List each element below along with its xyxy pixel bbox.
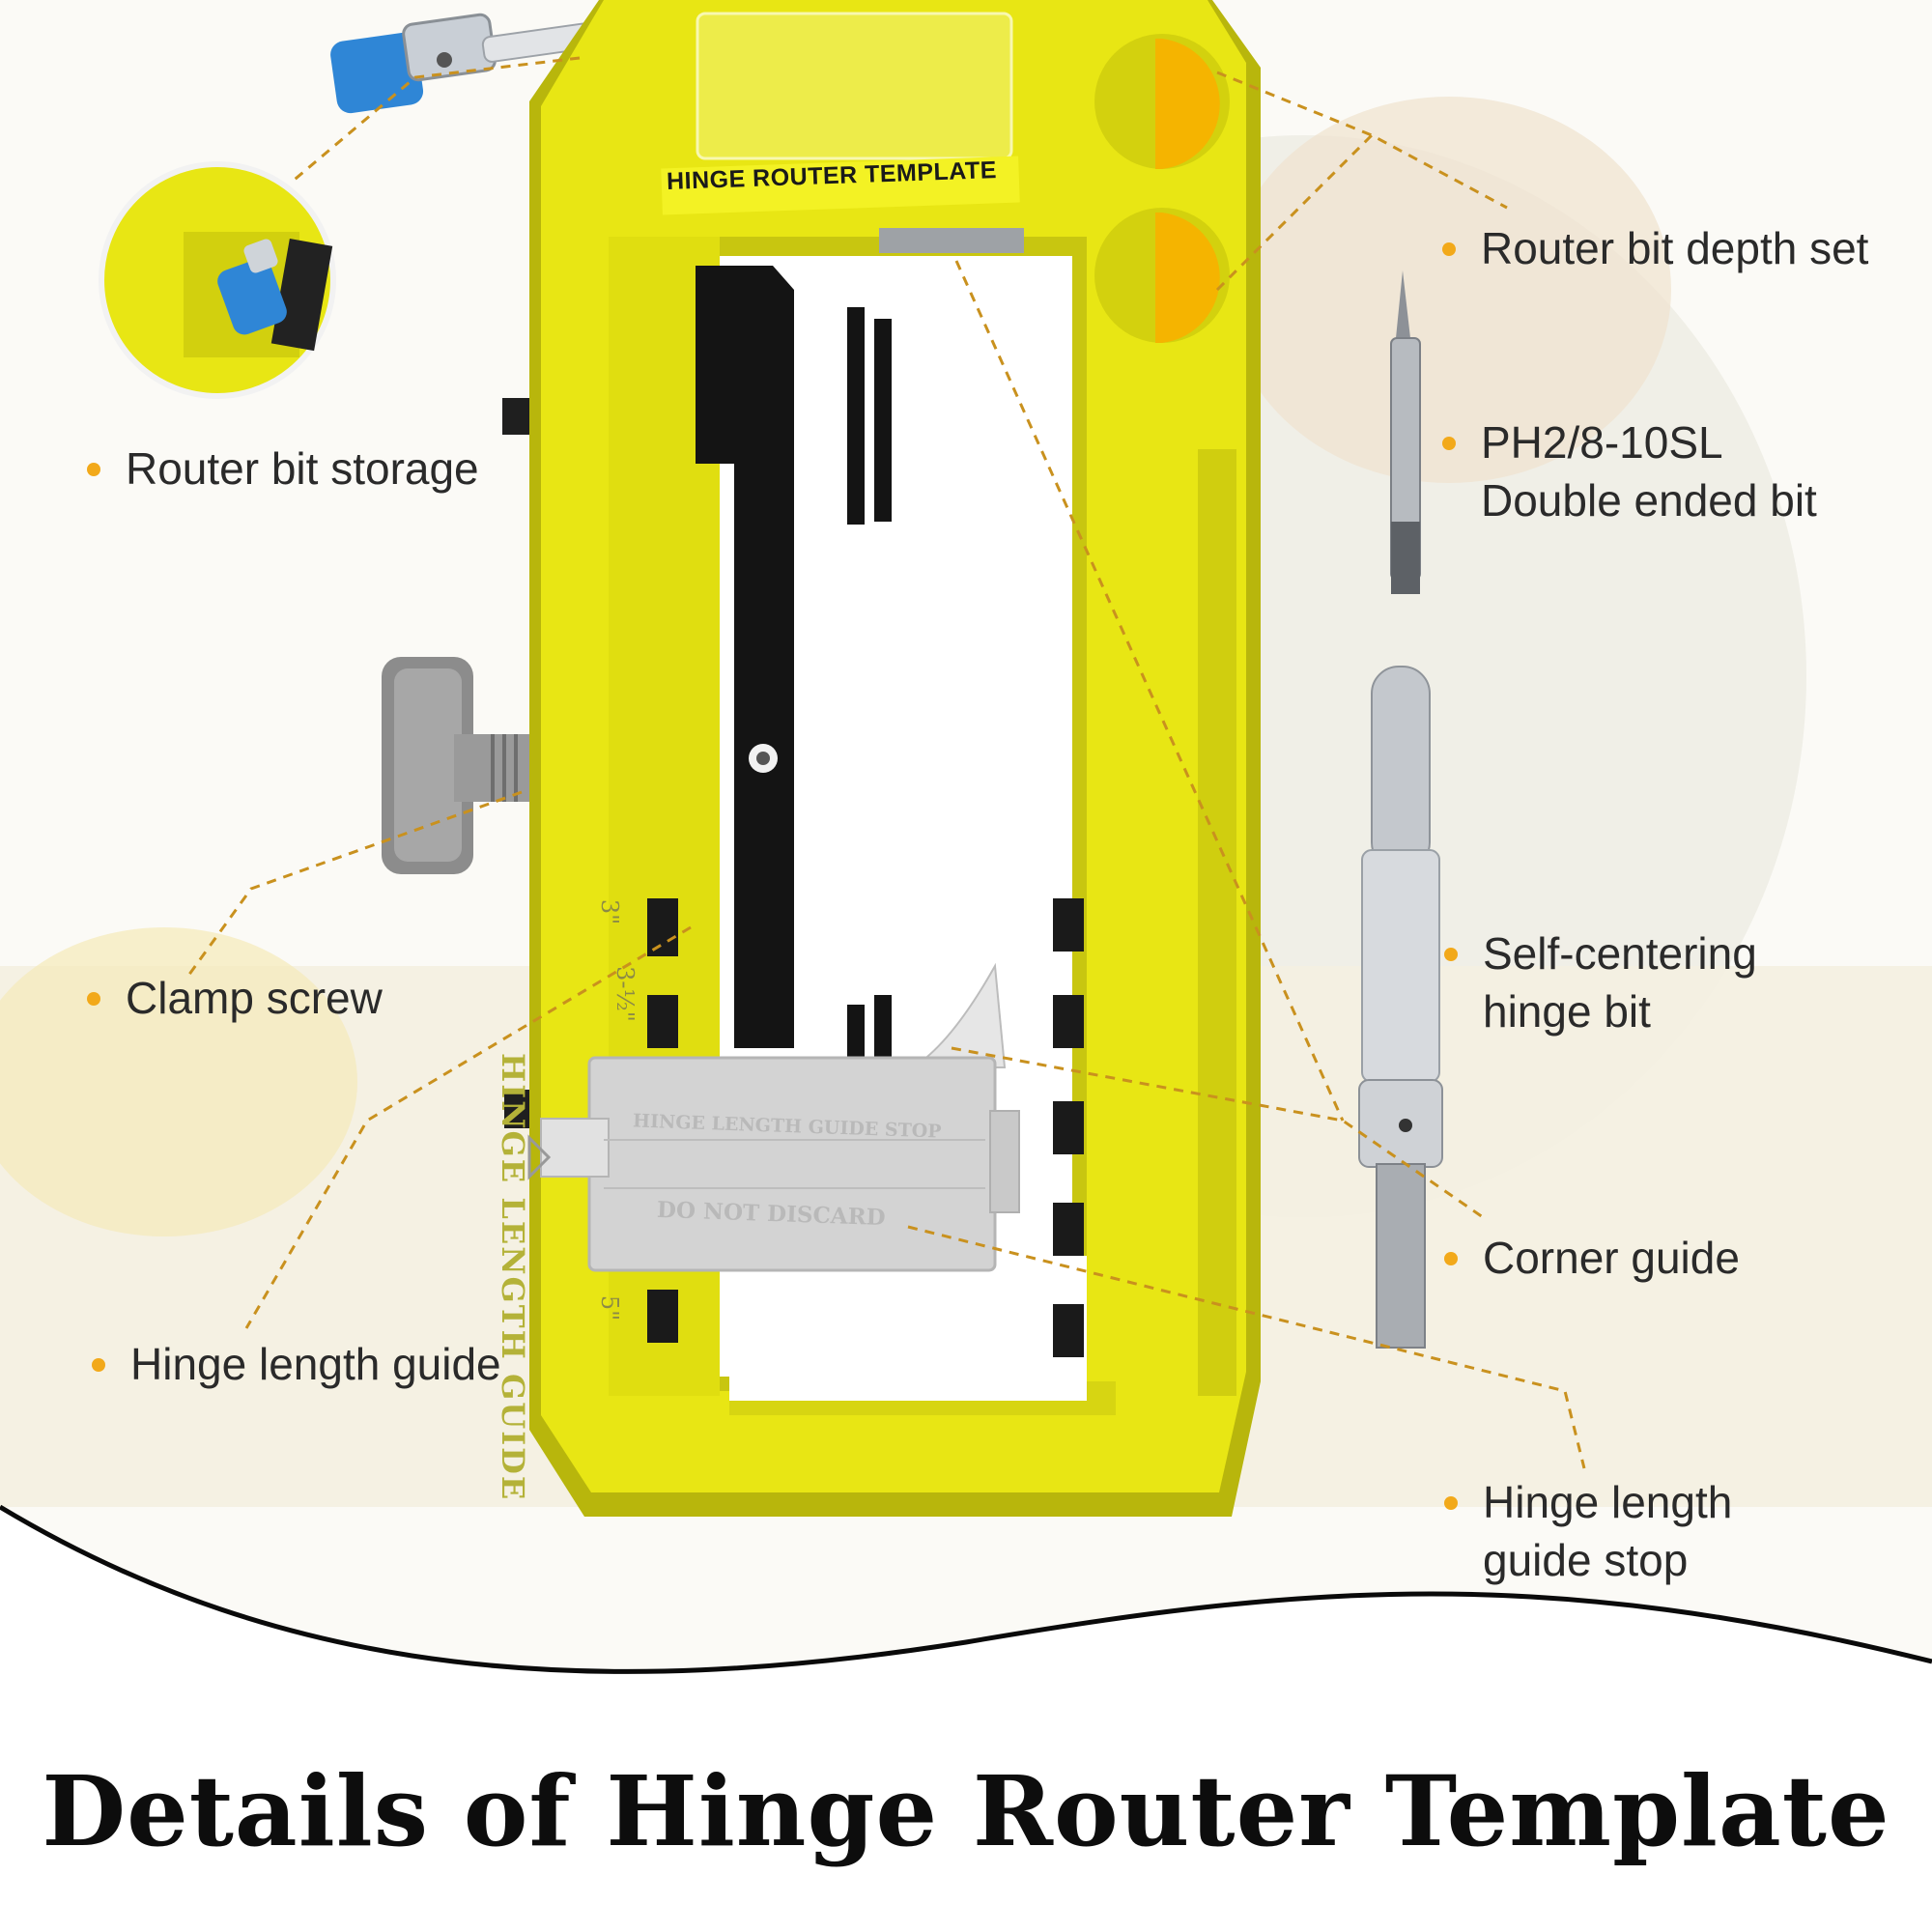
- callout-label: Corner guide: [1483, 1233, 1740, 1283]
- callout-corner-guide: Corner guide: [1444, 1229, 1740, 1287]
- swoosh-fill: [0, 1507, 1932, 1932]
- callout-guide-stop: Hinge length guide stop: [1444, 1473, 1733, 1589]
- callout-label: hinge bit: [1483, 986, 1651, 1037]
- callout-label: Router bit depth set: [1481, 223, 1869, 273]
- callout-label: Router bit storage: [126, 443, 479, 494]
- scale-mark: 3-½": [611, 966, 639, 1022]
- bullet-dot: [92, 1358, 105, 1372]
- bit-storage-zoom-icon: [99, 161, 336, 399]
- bullet-dot: [1442, 242, 1456, 256]
- leader-lines: [186, 56, 1586, 1469]
- template-body: [529, 0, 1261, 1517]
- hinge-length-guide-engraving: HINGE LENGTH GUIDE: [495, 1053, 531, 1502]
- callout-hinge-length-guide: Hinge length guide: [92, 1335, 501, 1393]
- guide-stop-icon: [527, 1056, 1020, 1272]
- pin: [502, 398, 529, 435]
- background-face: [1227, 97, 1671, 483]
- callout-router-bit-depth-set: Router bit depth set: [1442, 219, 1869, 277]
- page-heading: Details of Hinge Router Template: [42, 1754, 1890, 1868]
- bullet-dot: [1442, 437, 1456, 450]
- callout-label: Hinge length: [1483, 1477, 1733, 1527]
- bullet-dot: [1444, 1496, 1458, 1510]
- callout-double-ended-bit: PH2/8-10SL Double ended bit: [1442, 413, 1817, 529]
- callout-label: Self-centering: [1483, 928, 1757, 979]
- swoosh-line: [0, 1504, 1932, 1674]
- router-bit-icon: [330, 13, 611, 114]
- scale-mark: 5": [596, 1294, 624, 1321]
- callout-label: Hinge length guide: [130, 1339, 501, 1389]
- callout-clamp-screw: Clamp screw: [87, 969, 383, 1027]
- clamp-screw-icon: [382, 657, 531, 874]
- callout-label: Double ended bit: [1481, 475, 1817, 526]
- bullet-dot: [1444, 948, 1458, 961]
- bullet-dot: [1444, 1252, 1458, 1265]
- callout-label: guide stop: [1483, 1535, 1689, 1585]
- callout-router-bit-storage: Router bit storage: [87, 440, 479, 497]
- self-centering-bit-icon: [1358, 666, 1443, 1349]
- scale-mark: 3": [596, 898, 624, 925]
- bullet-dot: [87, 992, 100, 1006]
- callout-label: Clamp screw: [126, 973, 383, 1023]
- pin: [504, 1090, 531, 1128]
- callout-self-centering-bit: Self-centering hinge bit: [1444, 924, 1757, 1040]
- callout-label: PH2/8-10SL: [1481, 417, 1723, 468]
- double-ended-bit-icon: [1390, 270, 1421, 594]
- bullet-dot: [87, 463, 100, 476]
